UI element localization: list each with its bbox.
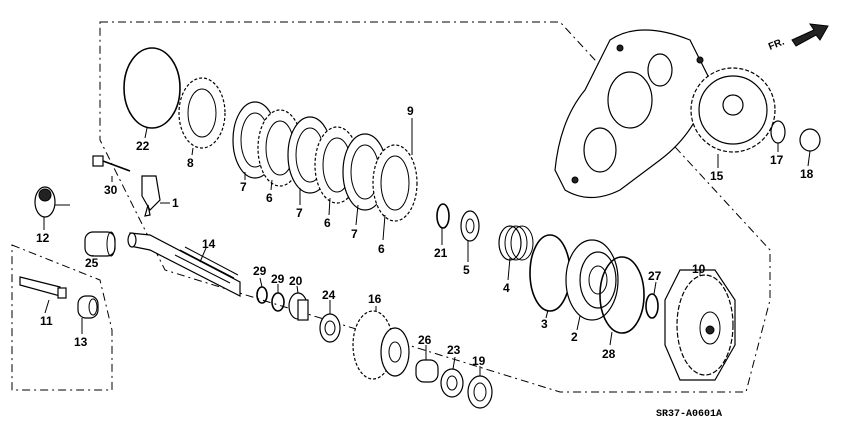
lock-plate-1 [141,175,161,217]
callout-7b: 7 [296,206,303,220]
diagram-code: SR37-A0601A [656,409,722,420]
callout-29b: 29 [271,272,285,286]
callout-30: 30 [104,183,118,197]
callout-27: 27 [648,269,662,283]
bolt-30 [92,155,131,172]
washer-29b [271,292,285,312]
shaft-11 [19,276,67,299]
shaft-group-outline [11,244,113,391]
collar-20 [288,292,309,321]
needle-bearing-26 [415,359,439,383]
callout-14: 14 [202,237,216,251]
callout-19: 19 [472,354,486,368]
callout-4: 4 [503,281,510,295]
bearing-13 [77,295,99,319]
nut-18 [799,128,821,152]
callout-25: 25 [85,256,99,270]
gear-15 [690,67,776,153]
callout-18: 18 [800,167,814,181]
bearing-24 [319,313,341,343]
mainshaft-14 [127,232,241,297]
clutch-piston-2 [565,239,619,321]
gear-16 [352,310,410,380]
snap-ring-21 [436,203,450,229]
thrust-washer-19 [467,375,493,409]
callout-5: 5 [463,263,470,277]
callout-6b: 6 [324,216,331,230]
callout-8: 8 [187,156,194,170]
callout-2: 2 [571,330,578,344]
clutch-drum-10 [664,269,736,381]
washer-17 [770,120,786,144]
callout-1: 1 [172,196,179,210]
o-ring-3 [529,234,571,312]
callout-7c: 7 [351,227,358,241]
callout-26: 26 [418,333,432,347]
leader-lines [43,118,811,376]
callout-3: 3 [541,317,548,331]
callout-23: 23 [447,343,461,357]
o-ring-27 [645,293,659,319]
callout-28: 28 [602,347,616,361]
callout-6c: 6 [378,242,385,256]
callout-22: 22 [136,139,150,153]
callout-29a: 29 [253,264,267,278]
bearing-23 [440,368,464,398]
clutch-pack [232,101,418,222]
callout-9: 9 [407,104,414,118]
callout-20: 20 [289,274,303,288]
callout-13: 13 [74,335,88,349]
callout-24: 24 [322,288,336,302]
washer-29a [256,286,268,304]
callout-15: 15 [710,169,724,183]
transmission-cover [554,29,711,199]
callout-16: 16 [368,292,382,306]
callout-10: 10 [692,262,706,276]
callout-21: 21 [434,246,448,260]
front-direction-arrow [791,23,829,47]
callout-11: 11 [40,314,53,328]
part-12 [34,186,70,218]
snap-ring-22 [123,47,181,129]
front-direction-label: FR. [767,36,786,52]
return-spring-4 [498,225,534,261]
o-ring-28 [599,256,645,334]
clutch-plate-8 [178,77,226,149]
callout-7a: 7 [240,180,247,194]
spring-retainer-5 [460,210,480,242]
callout-17: 17 [770,153,784,167]
callout-12: 12 [36,231,50,245]
callout-6a: 6 [266,191,273,205]
bearing-25 [84,231,116,257]
